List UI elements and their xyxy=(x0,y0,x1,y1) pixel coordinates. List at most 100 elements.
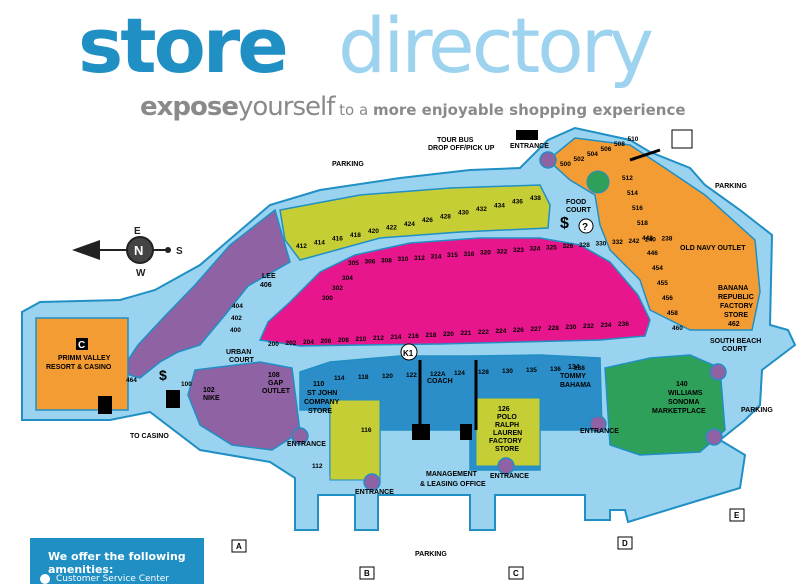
south-beach-label: COURT xyxy=(722,346,748,353)
store-number: 315 xyxy=(447,252,458,259)
store-number: 202 xyxy=(286,340,297,347)
store-number: 221 xyxy=(461,330,472,337)
store-gap-label: 108 xyxy=(268,372,280,379)
store-number: 428 xyxy=(440,213,451,220)
store-number: 224 xyxy=(496,328,507,335)
store-number: 112 xyxy=(312,463,323,470)
management-label: MANAGEMENT xyxy=(426,471,478,478)
store-number: 208 xyxy=(338,337,349,344)
store-gap-region xyxy=(187,361,301,451)
store-banana-label: STORE xyxy=(724,312,748,319)
store-williams-label: WILLIAMS xyxy=(668,390,703,397)
store-primm-label: PRIMM VALLEY xyxy=(58,355,111,362)
store-number: 114 xyxy=(334,375,345,382)
store-number: 414 xyxy=(314,239,325,246)
parking-label: PARKING xyxy=(332,161,364,168)
title-store: store xyxy=(78,1,289,90)
tagline-end: more enjoyable shopping experience xyxy=(372,101,686,119)
store-gap-label: GAP xyxy=(268,380,284,387)
dollar-icon: $ xyxy=(560,215,569,232)
store-tommy-label: 134 xyxy=(568,364,580,371)
store-number: 210 xyxy=(356,336,367,343)
store-primm-label: RESORT & CASINO xyxy=(46,364,112,371)
store-number: 438 xyxy=(530,195,541,202)
store-number: 326 xyxy=(563,243,574,250)
store-williams-label: 140 xyxy=(676,381,688,388)
store-number: 118 xyxy=(358,374,369,381)
k1-label: K1 xyxy=(403,349,414,358)
food-court-marker xyxy=(586,170,610,194)
store-number: 130 xyxy=(502,368,513,375)
parking-box: A xyxy=(231,539,247,553)
amenity-label: Customer Service Center xyxy=(56,574,169,584)
store-number: 325 xyxy=(546,244,557,251)
store-primm-region xyxy=(35,317,129,411)
k1-icon xyxy=(400,343,418,361)
store-number: 316 xyxy=(464,251,475,258)
urban-court-label: COURT xyxy=(229,357,255,364)
store-number: 242 xyxy=(629,238,640,245)
store-polo-label: STORE xyxy=(495,446,519,453)
parking-label: PARKING xyxy=(415,551,447,558)
restroom-icon xyxy=(460,424,472,440)
store-number: 404 xyxy=(232,303,243,310)
store-number: 306 xyxy=(365,259,376,266)
store-number: 464 xyxy=(126,377,137,384)
store-banana-label: FACTORY xyxy=(720,303,753,310)
store-number: 512 xyxy=(622,175,633,182)
header: store directory exposeyourself to a more… xyxy=(0,0,809,125)
store-number: 506 xyxy=(601,146,612,153)
entrance-label: ENTRANCE xyxy=(510,143,549,150)
store-tommy-label: BAHAMA xyxy=(560,382,591,389)
store-number: 228 xyxy=(548,325,559,332)
store-number: 312 xyxy=(414,255,425,262)
tagline-yourself: yourself xyxy=(238,92,335,122)
store-number: 135 xyxy=(526,367,537,374)
store-number: 128 xyxy=(478,369,489,376)
store-number: 305 xyxy=(348,260,359,267)
store-number: 304 xyxy=(342,275,353,282)
store-number: 124 xyxy=(454,370,465,377)
store-number: 332 xyxy=(612,239,623,246)
compass-e: E xyxy=(134,226,141,237)
store-st-john-label: 110 xyxy=(313,381,324,388)
store-number: 212 xyxy=(373,335,384,342)
store-number: 230 xyxy=(566,324,577,331)
compass-n: N xyxy=(134,243,143,258)
store-number: 420 xyxy=(368,228,379,235)
store-banana-label: BANANA xyxy=(718,285,748,292)
parking-box-label: D xyxy=(622,539,628,548)
store-number: 434 xyxy=(494,202,505,209)
store-st-john-label: STORE xyxy=(308,408,332,415)
store-number: 238 xyxy=(662,235,673,242)
store-williams-label: MARKETPLACE xyxy=(652,408,706,415)
store-number: 454 xyxy=(652,265,663,272)
store-number: 328 xyxy=(579,242,590,249)
store-lee-label: 406 xyxy=(260,282,272,289)
store-number: 300 xyxy=(322,295,333,302)
store-number: 446 xyxy=(647,250,658,257)
south-beach-label: SOUTH BEACH xyxy=(710,338,761,345)
store-number: 322 xyxy=(497,248,508,255)
restroom-icon xyxy=(412,424,430,440)
compass-s: S xyxy=(176,246,183,257)
store-number: 226 xyxy=(513,327,524,334)
parking-box-label: E xyxy=(734,511,740,520)
parking-box: D xyxy=(617,536,633,550)
store-number: 502 xyxy=(574,156,585,163)
store-number: 136 xyxy=(550,366,561,373)
dollar-icon: $ xyxy=(159,367,167,383)
store-nike-label: 102 xyxy=(203,387,215,394)
store-number: 510 xyxy=(628,136,639,143)
compass-icon xyxy=(126,236,154,264)
food-court-label: FOOD xyxy=(566,199,586,206)
store-pink-region xyxy=(258,237,651,347)
store-number: 402 xyxy=(231,315,242,322)
entrance-marker xyxy=(291,427,309,445)
store-number: 460 xyxy=(672,325,683,332)
parking-box-label: C xyxy=(513,569,519,578)
store-number: 516 xyxy=(632,205,643,212)
old-navy-label: OLD NAVY OUTLET xyxy=(680,245,746,252)
store-polo-region xyxy=(475,397,541,467)
